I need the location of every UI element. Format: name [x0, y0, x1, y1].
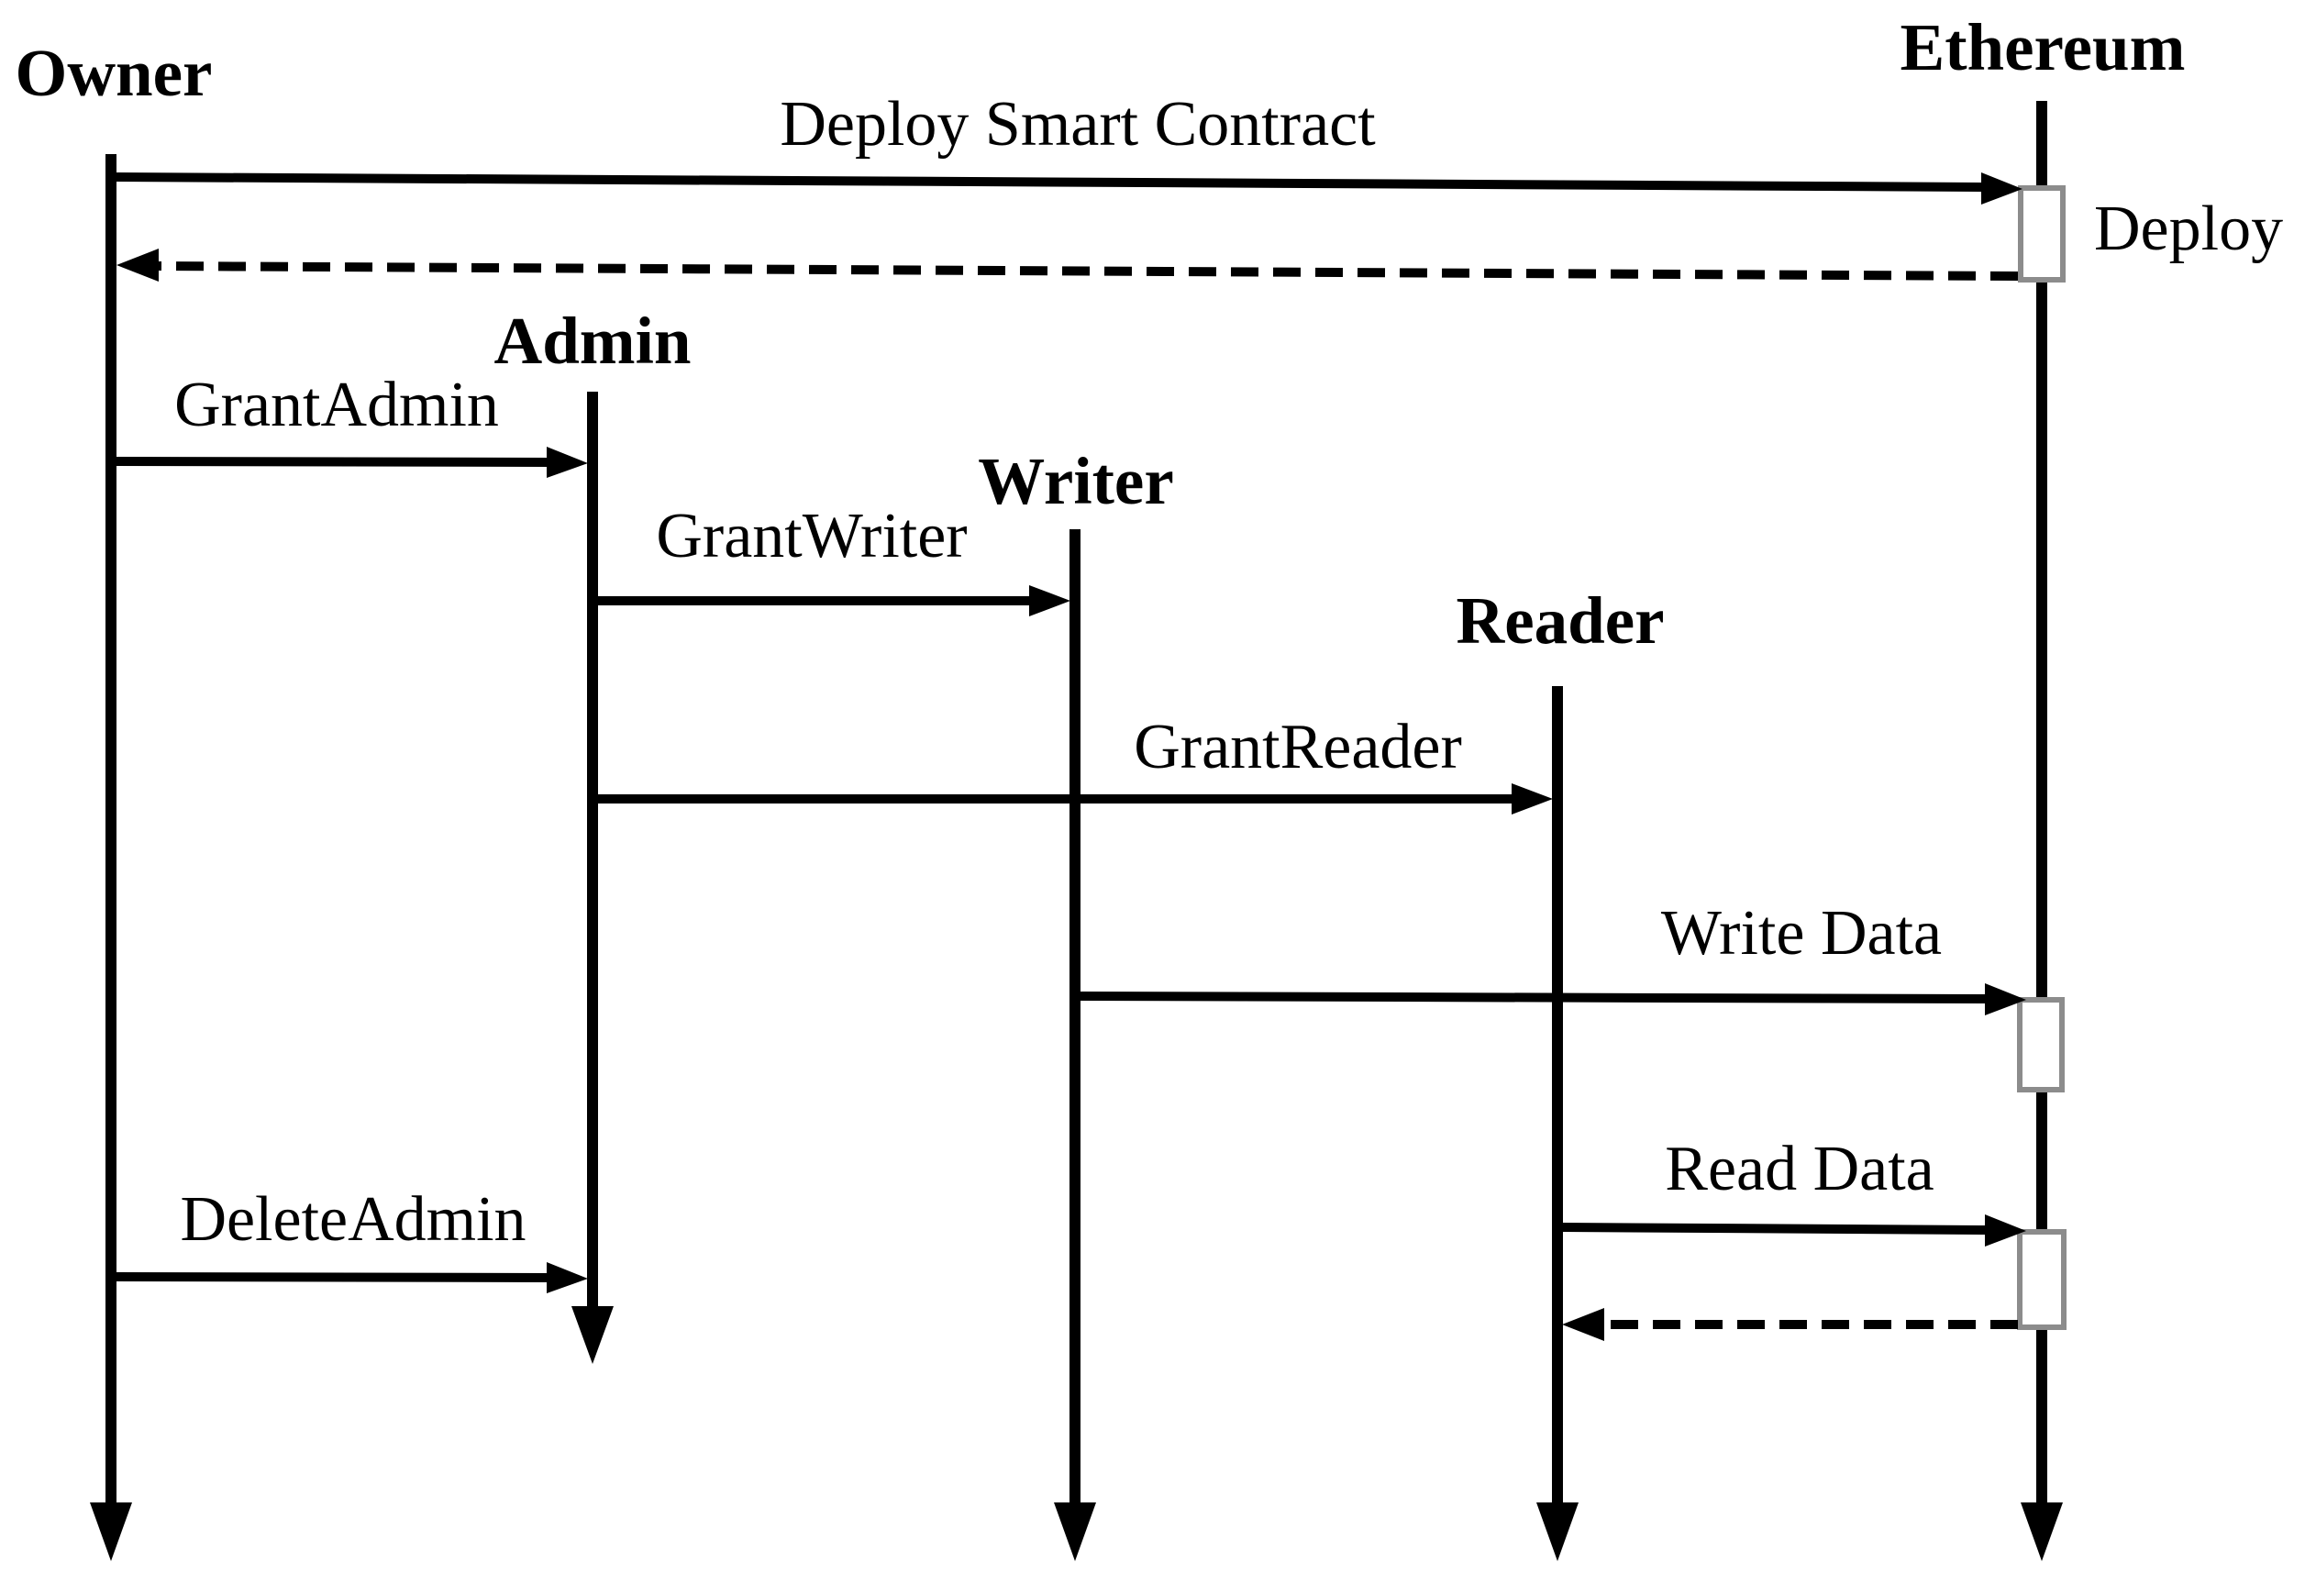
- message-arrow-read-return: [1562, 1308, 2018, 1341]
- arrowhead-icon: [1512, 783, 1553, 815]
- activation-label-deploy: Deploy: [2094, 194, 2283, 264]
- message-arrow-read-data: [1562, 1214, 2026, 1247]
- writer-lifeline-end-arrow-icon: [1054, 1502, 1096, 1561]
- arrowhead-icon: [1029, 585, 1070, 616]
- message-arrow-deploy-smart-contract: [116, 172, 2022, 205]
- actor-label-writer: Writer: [978, 444, 1173, 518]
- message-arrow-grant-writer: [598, 585, 1070, 616]
- owner-lifeline: [90, 154, 132, 1561]
- activation-box-deploy: [2018, 185, 2066, 283]
- writer-lifeline: [1054, 529, 1096, 1561]
- activation-box-write-data: [2017, 997, 2065, 1092]
- actor-label-admin: Admin: [493, 304, 691, 378]
- activation-box-read-data: [2017, 1229, 2067, 1330]
- arrowhead-icon: [547, 447, 588, 478]
- actor-label-owner: Owner: [16, 36, 213, 110]
- message-label-write-data: Write Data: [1661, 898, 1942, 969]
- message-label-read-data: Read Data: [1665, 1134, 1934, 1204]
- reader-lifeline-end-arrow-icon: [1536, 1502, 1579, 1561]
- message-label-delete-admin: DeleteAdmin: [180, 1184, 526, 1255]
- message-label-grant-admin: GrantAdmin: [174, 370, 499, 440]
- actor-label-reader: Reader: [1456, 583, 1664, 658]
- arrowhead-icon: [1562, 1308, 1604, 1341]
- arrowhead-icon: [1985, 983, 2026, 1015]
- arrowhead-icon: [1985, 1214, 2026, 1247]
- message-label-deploy-smart-contract: Deploy Smart Contract: [780, 89, 1376, 160]
- message-arrow-grant-reader: [598, 783, 1553, 815]
- message-arrow-delete-admin: [116, 1262, 588, 1293]
- arrowhead-icon: [547, 1262, 588, 1293]
- arrowhead-icon: [1981, 172, 2022, 205]
- admin-lifeline: [571, 392, 614, 1364]
- arrowhead-icon: [116, 249, 159, 282]
- message-arrow-write-data: [1080, 983, 2026, 1015]
- message-arrow-deploy-return: [116, 249, 2019, 282]
- ethereum-lifeline-end-arrow-icon: [2021, 1502, 2063, 1561]
- owner-lifeline-end-arrow-icon: [90, 1502, 132, 1561]
- message-label-grant-reader: GrantReader: [1134, 712, 1462, 782]
- reader-lifeline: [1536, 686, 1579, 1561]
- ethereum-lifeline: [2021, 101, 2063, 1561]
- admin-lifeline-end-arrow-icon: [571, 1306, 614, 1364]
- message-label-grant-writer: GrantWriter: [656, 501, 967, 571]
- actor-label-ethereum: Ethereum: [1901, 10, 2186, 84]
- message-arrow-grant-admin: [116, 447, 588, 478]
